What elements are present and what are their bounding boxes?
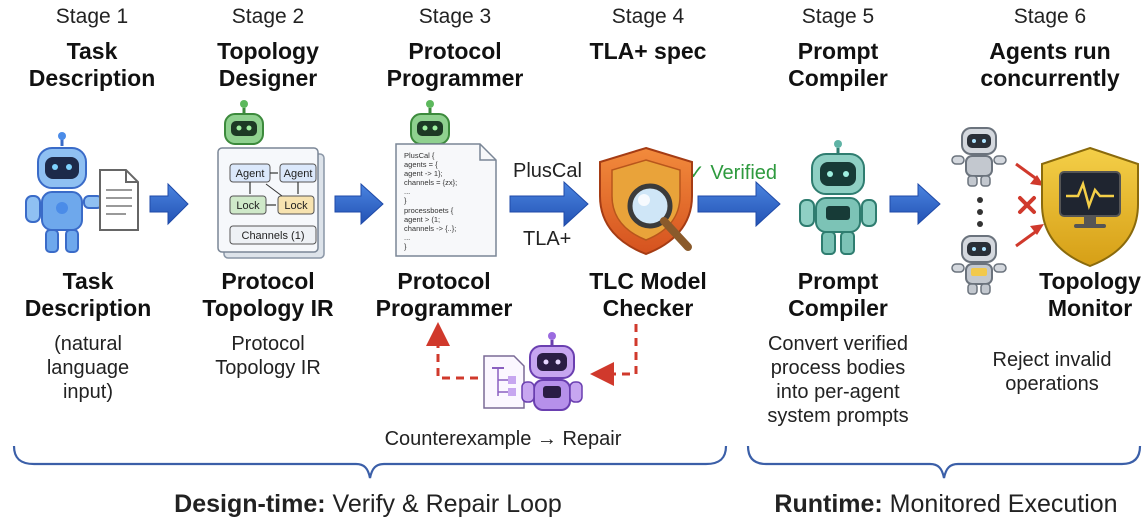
runtime-brace — [746, 445, 1142, 479]
topology-agent-b: Agent — [284, 168, 313, 180]
topology-channels: Channels (1) — [242, 230, 305, 242]
document-icon — [99, 169, 139, 231]
stage-1-label: Stage 1 — [55, 5, 129, 28]
pluscal-label: PlusCal — [513, 160, 582, 182]
flow-arrow-1 — [149, 182, 189, 226]
design-time-phase-label: Design-time: Verify & Repair Loop — [174, 490, 562, 518]
design-time-brace — [12, 445, 728, 479]
topology-lock-b: Lock — [284, 200, 308, 212]
stage-4-label: Stage 4 — [611, 5, 685, 28]
ellipsis-dots — [977, 197, 983, 227]
topology-lock-a: Lock — [236, 200, 260, 212]
topology-card: Agent Agent Lock Lock Channels (1) — [217, 147, 325, 259]
topology-agent-a: Agent — [236, 168, 265, 180]
verified-label: ✓ Verified — [688, 162, 778, 184]
blocked-arrows — [1015, 162, 1044, 248]
red-cross-icon — [1018, 196, 1036, 214]
svg-text:...: ... — [404, 187, 410, 196]
stage-2-label: Stage 2 — [231, 5, 305, 28]
flow-document-icon — [483, 355, 525, 409]
svg-text:agents = {: agents = { — [404, 160, 438, 169]
robot-grey-icon — [951, 127, 1007, 187]
shield-magnifier-icon — [599, 146, 693, 256]
svg-text:channels -> {..};: channels -> {..}; — [404, 224, 456, 233]
stage-4-heading: TLA+ spec — [589, 38, 707, 64]
tla-label: TLA+ — [523, 228, 572, 250]
flow-arrow-4 — [697, 180, 781, 228]
flow-arrow-5 — [889, 182, 941, 226]
runtime-phase-label: Runtime: Monitored Execution — [774, 490, 1118, 518]
flow-arrow-3 — [509, 180, 589, 228]
robot-teal-icon — [799, 140, 877, 255]
robot-purple-icon — [521, 332, 583, 411]
svg-text:}: } — [404, 242, 407, 251]
robot-green-icon — [410, 100, 450, 145]
svg-text:processboets {: processboets { — [404, 206, 454, 215]
repair-arrow-out — [426, 322, 478, 380]
svg-text:channels = {zx};: channels = {zx}; — [404, 178, 457, 187]
svg-text:PlusCal {: PlusCal { — [404, 151, 435, 160]
stage-5-label: Stage 5 — [801, 5, 875, 28]
stage-3-label: Stage 3 — [418, 5, 492, 28]
svg-text:}: } — [404, 196, 407, 205]
robot-blue-icon — [25, 132, 103, 253]
robot-grey-icon — [951, 235, 1007, 295]
svg-text:agent -> 1};: agent -> 1}; — [404, 169, 443, 178]
svg-text:...: ... — [404, 233, 410, 242]
code-document-icon: PlusCal { agents = { agent -> 1}; channe… — [395, 143, 497, 257]
stage-6-label: Stage 6 — [1013, 5, 1087, 28]
robot-green-icon — [224, 100, 264, 145]
flow-arrow-2 — [334, 182, 384, 226]
svg-text:agent > (1;: agent > (1; — [404, 215, 440, 224]
repair-arrow-in — [590, 324, 638, 386]
monitor-shield-icon — [1041, 146, 1139, 268]
repair-loop-label: Counterexample → Repair — [384, 428, 622, 450]
